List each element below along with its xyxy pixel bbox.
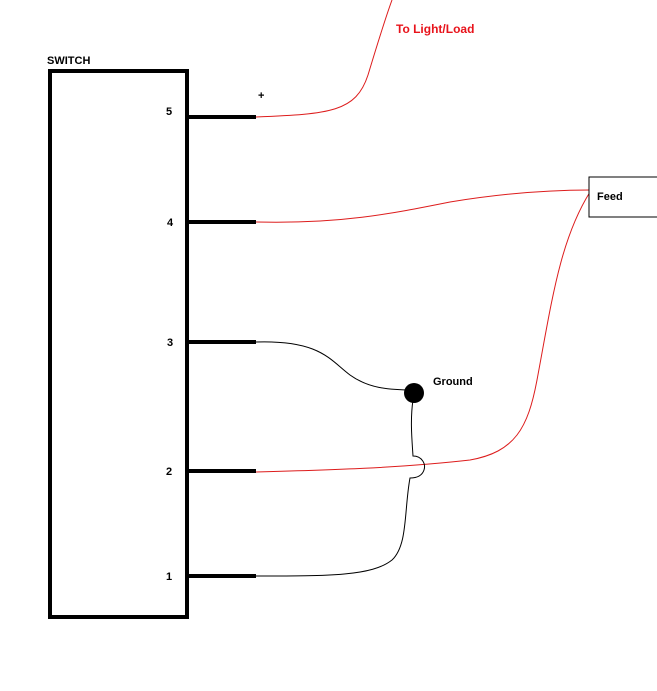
pin-label-2: 2	[166, 466, 172, 478]
ground-label: Ground	[433, 376, 473, 388]
wire-pin4-to-feed	[255, 189, 591, 223]
feed-label: Feed	[597, 191, 623, 203]
pin-label-1: 1	[166, 571, 172, 583]
feed-box	[588, 176, 657, 218]
pin-label-4: 4	[167, 217, 174, 229]
ground-node	[404, 383, 424, 403]
to-light-load-label: To Light/Load	[396, 22, 474, 36]
wire-pin2-to-feed	[255, 191, 591, 473]
pin-label-3: 3	[167, 337, 173, 349]
wire-pin5-to-load	[255, 0, 393, 118]
plus-label: +	[258, 90, 264, 102]
pin-label-5: 5	[166, 106, 172, 118]
wire-pin3-to-ground	[255, 341, 414, 391]
wire-ground-to-pin1	[255, 399, 425, 577]
switch-title: SWITCH	[47, 55, 90, 67]
